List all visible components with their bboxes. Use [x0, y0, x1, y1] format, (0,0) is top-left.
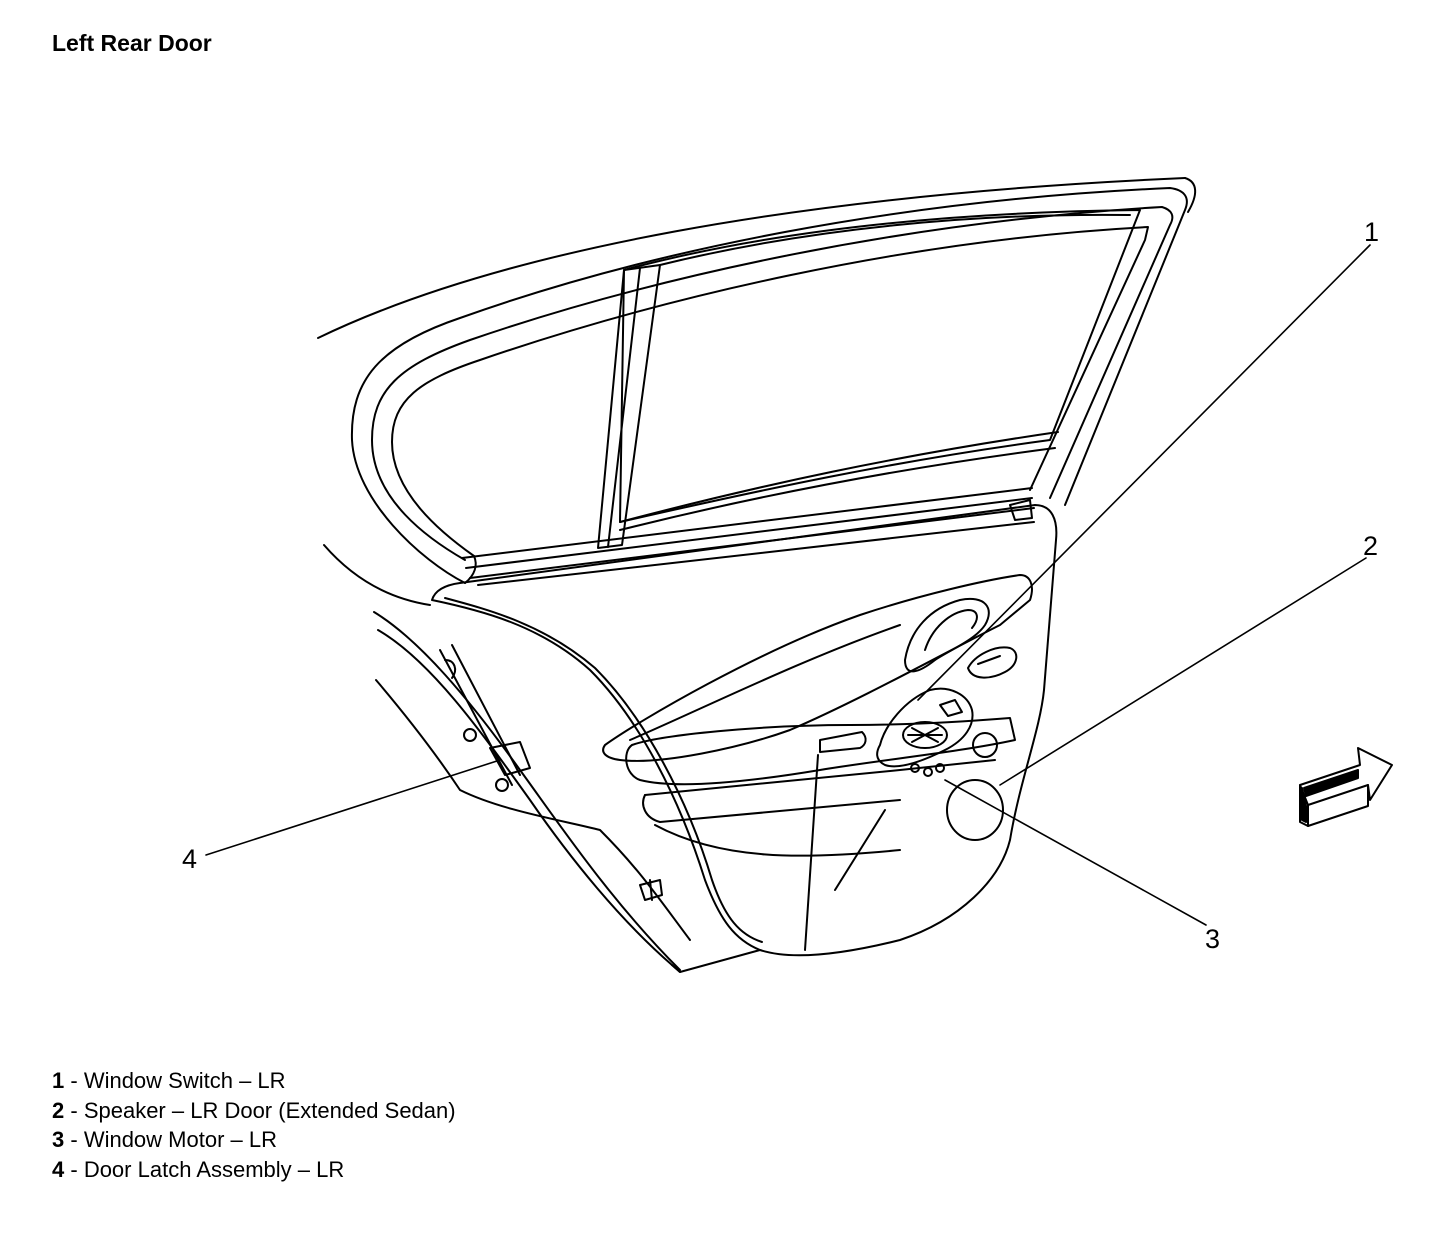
callout-number-3: 3: [1205, 924, 1220, 954]
armrest-lower: [625, 717, 1016, 823]
callout-number-4: 4: [182, 844, 197, 874]
legend-separator: -: [64, 1127, 84, 1152]
armrest-upper: [602, 574, 1033, 762]
legend-label: Door Latch Assembly – LR: [83, 1156, 345, 1182]
rear-body-panel: [373, 611, 761, 973]
legend-item: 3 - Window Motor – LR: [52, 1125, 456, 1155]
legend-number: 4: [52, 1156, 65, 1182]
arrow-forward-icon: [1299, 747, 1393, 827]
legend-separator: -: [64, 1097, 84, 1123]
leader-line-2: [999, 557, 1367, 786]
leader-line-4: [205, 759, 501, 856]
legend-item: 2 - Speaker – LR Door (Extended Sedan): [52, 1096, 456, 1126]
callout-number-1: 1: [1364, 217, 1379, 247]
leader-line-1: [917, 244, 1371, 701]
legend-number: 3: [52, 1127, 65, 1152]
door-latch-assembly: [439, 644, 531, 792]
window-motor: [876, 687, 974, 777]
legend-label: Window Motor – LR: [83, 1127, 277, 1152]
door-handle: [904, 597, 990, 673]
legend-label: Window Switch – LR: [83, 1068, 286, 1093]
legend-separator: -: [64, 1068, 84, 1093]
legend-label: Speaker – LR Door (Extended Sedan): [83, 1097, 456, 1123]
leader-line-3: [944, 779, 1207, 926]
belt-line: [461, 487, 1035, 579]
body-roofline: [317, 177, 1197, 606]
legend-number: 2: [52, 1097, 65, 1123]
legend-separator: -: [64, 1156, 84, 1182]
window-switch: [967, 646, 1018, 679]
legend-item: 1 - Window Switch – LR: [52, 1066, 456, 1096]
page-title: Left Rear Door: [52, 30, 212, 56]
map-pocket: [654, 754, 901, 951]
legend-item: 4 - Door Latch Assembly – LR: [52, 1155, 456, 1185]
speaker-grille: [946, 732, 1004, 841]
legend-number: 1: [52, 1068, 65, 1093]
door-diagram: 1 2 3 4: [182, 177, 1393, 973]
door-window-frame: [350, 187, 1188, 584]
b-pillar: [597, 264, 661, 549]
window-glass: [619, 209, 1141, 531]
callout-number-2: 2: [1363, 531, 1378, 561]
leader-lines: [205, 244, 1371, 926]
door-trim-panel: [431, 504, 1058, 957]
callout-legend: 1 - Window Switch – LR 2 - Speaker – LR …: [52, 1066, 456, 1184]
door-striker: [639, 879, 663, 901]
